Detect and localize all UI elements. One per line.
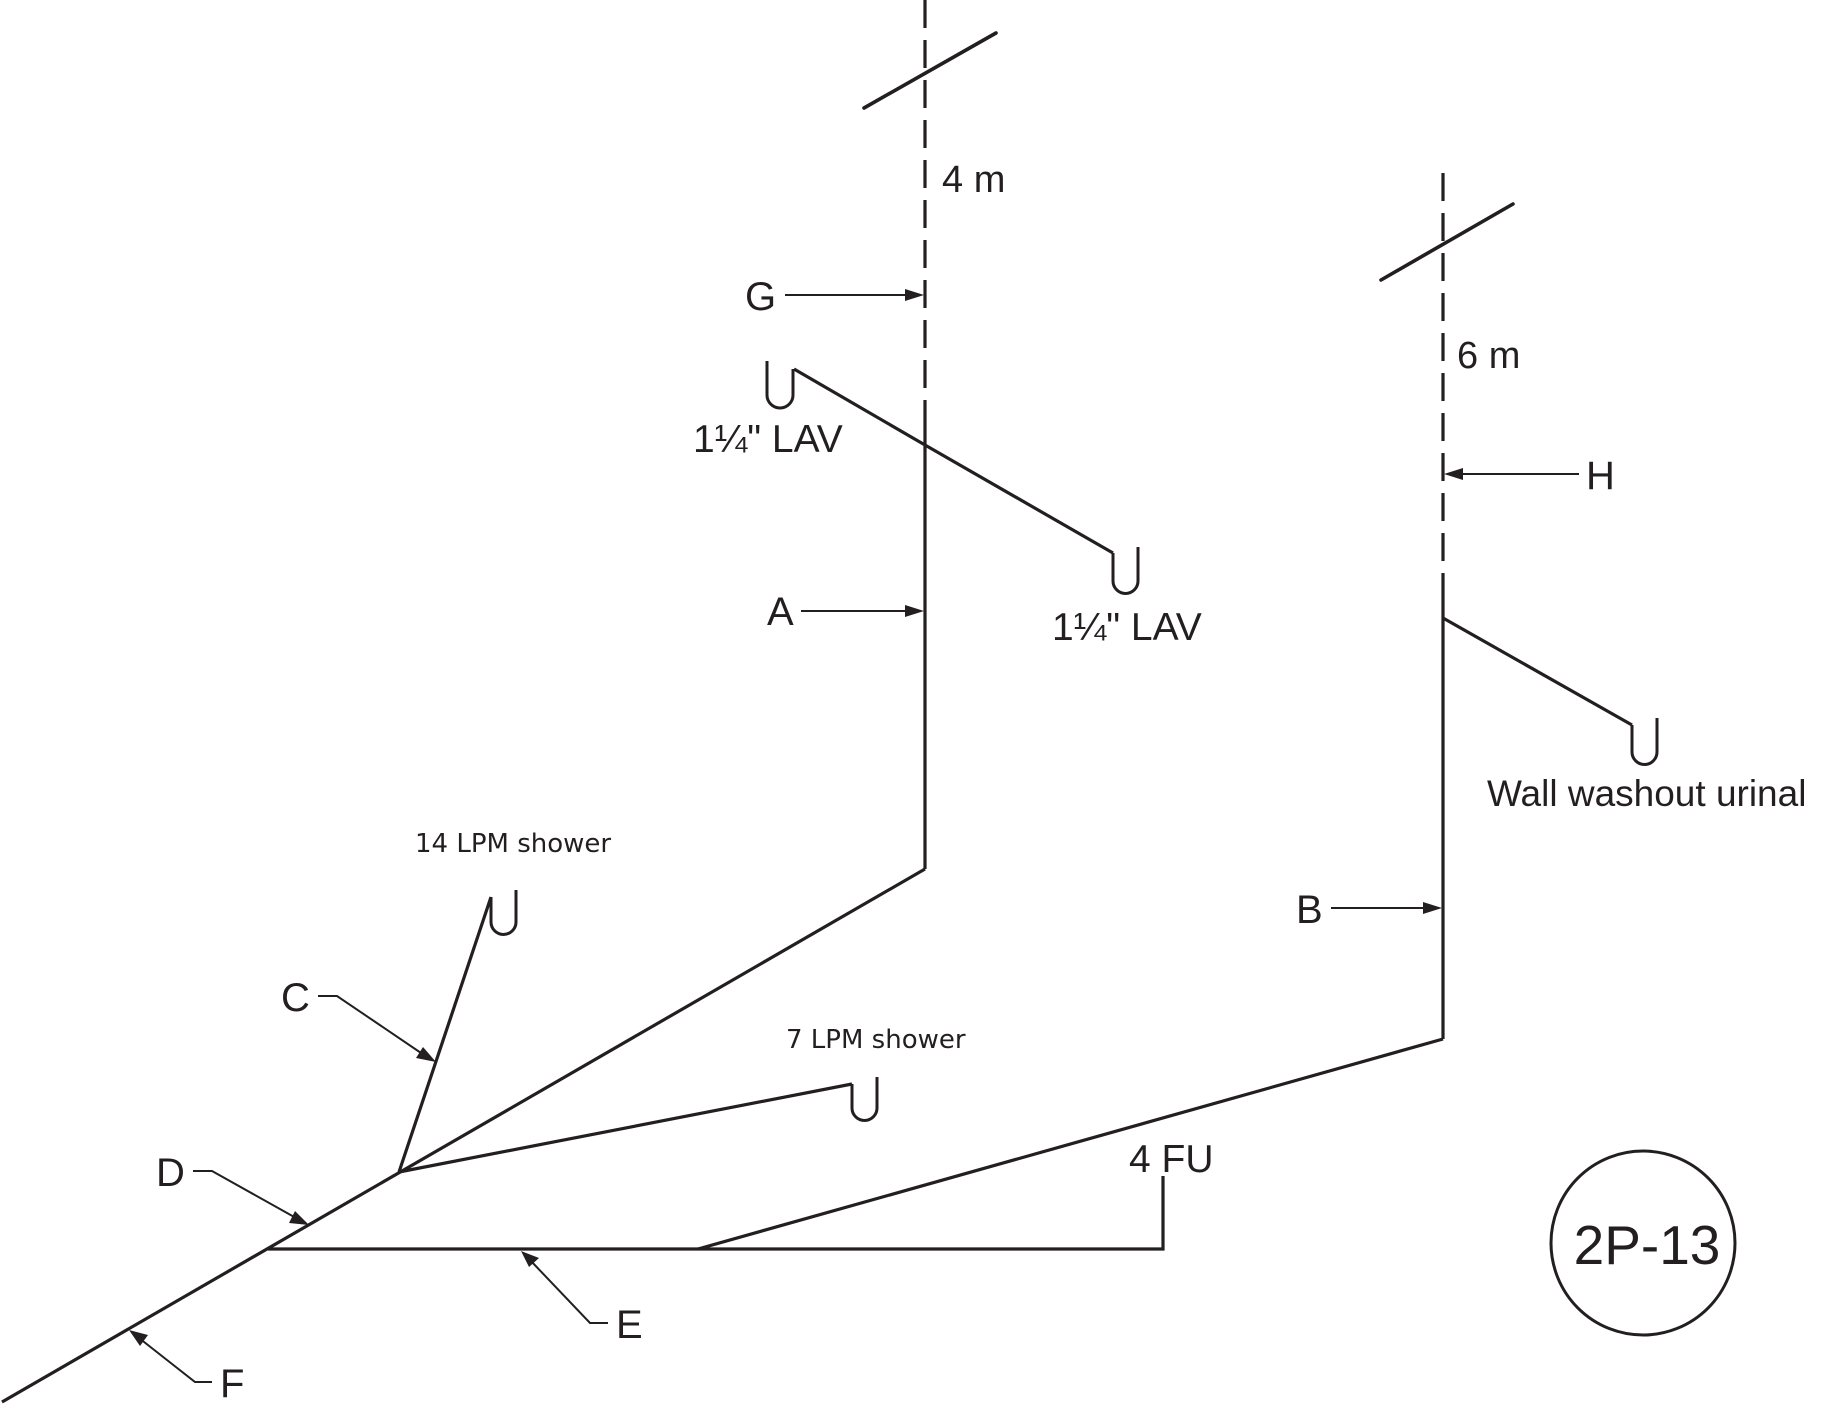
right-stack-dimension: 6 m (1457, 335, 1520, 377)
lav-upper-trap-icon (765, 361, 795, 410)
left-break-symbol (862, 31, 998, 110)
label-d-text: D (156, 1151, 185, 1195)
label-e-text: E (616, 1303, 643, 1347)
urinal-trap-icon (1630, 718, 1659, 766)
lav-upper: 1¼" LAV (693, 361, 926, 461)
label-d-arrowhead (289, 1211, 309, 1225)
shower-14-branch (397, 896, 493, 1173)
label-g-arrowhead (905, 289, 924, 301)
label-b: B (1296, 888, 1442, 932)
label-h-text: H (1586, 454, 1615, 498)
label-c-leader (318, 995, 425, 1056)
label-b-text: B (1296, 888, 1323, 932)
urinal-branch (1442, 616, 1633, 727)
label-a: A (767, 590, 924, 634)
label-f-leader (138, 1337, 212, 1383)
fixture-units-label: 4 FU (1129, 1138, 1214, 1181)
sheet-tag-circle (1549, 1149, 1737, 1337)
label-f-arrowhead (129, 1330, 148, 1346)
lav-upper-label: 1¼" LAV (693, 418, 843, 461)
sheet-tag-text: 2P-13 (1574, 1214, 1721, 1276)
label-a-arrowhead (905, 605, 924, 617)
shower-7-label: 7 LPM shower (786, 1025, 966, 1055)
label-h-arrowhead (1444, 468, 1463, 480)
label-e-arrowhead (521, 1251, 539, 1267)
left-stack: 4 m (862, 0, 1005, 869)
label-d: D (156, 1151, 309, 1225)
label-c-text: C (281, 976, 310, 1020)
label-c: C (281, 976, 436, 1062)
shower-7-lpm: 7 LPM shower (398, 1025, 966, 1174)
label-c-arrowhead (416, 1047, 436, 1062)
label-h: H (1444, 454, 1615, 498)
shower-14-label: 14 LPM shower (415, 829, 611, 859)
label-b-arrowhead (1423, 902, 1442, 914)
shower-14-lpm: 14 LPM shower (397, 829, 611, 1173)
right-stack-drain (697, 1037, 1444, 1251)
main-building-drain (1, 867, 926, 1404)
sheet-tag: 2P-13 (1549, 1149, 1737, 1337)
label-f: F (129, 1330, 244, 1406)
urinal-label: Wall washout urinal (1487, 773, 1806, 814)
shower-7-branch (398, 1082, 853, 1174)
lav-upper-branch (793, 367, 926, 447)
lav-lower-branch (924, 443, 1114, 555)
label-d-leader (193, 1170, 297, 1219)
right-break-symbol (1379, 202, 1515, 282)
label-f-text: F (220, 1362, 244, 1406)
urinal: Wall washout urinal (1442, 616, 1806, 814)
left-stack-dimension: 4 m (942, 159, 1005, 201)
label-a-text: A (767, 590, 794, 634)
lav-lower: 1¼" LAV (924, 443, 1202, 649)
label-g-text: G (745, 275, 776, 319)
label-e: E (521, 1251, 643, 1347)
horizontal-branch-e: 4 FU (268, 1138, 1214, 1251)
shower-14-trap-icon (489, 890, 518, 936)
right-stack: 6 m (697, 173, 1520, 1251)
shower-7-trap-icon (850, 1077, 879, 1122)
lav-lower-trap-icon (1111, 547, 1140, 595)
horizontal-branch-line (268, 1176, 1165, 1251)
label-e-leader (529, 1259, 608, 1324)
label-g: G (745, 275, 924, 319)
lav-lower-label: 1¼" LAV (1052, 606, 1202, 649)
